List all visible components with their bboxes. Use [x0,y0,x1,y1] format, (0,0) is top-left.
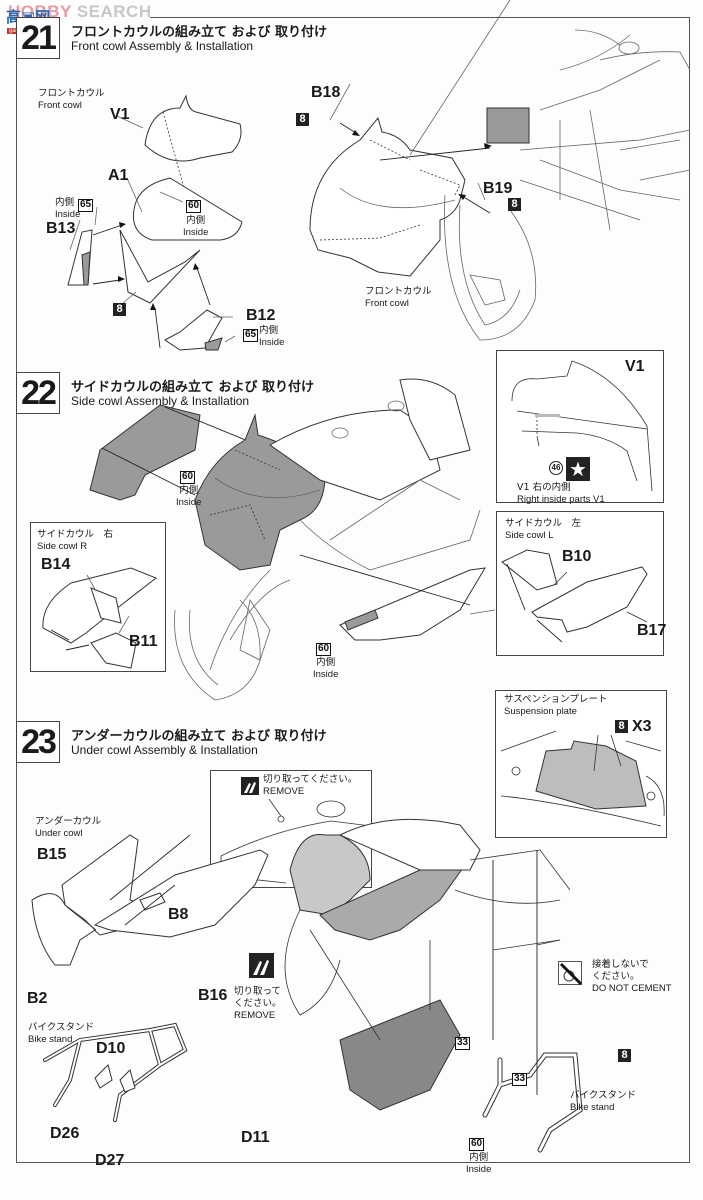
color-ref-65-b12: 65 [243,329,259,342]
color-ref-33-b: 33 [512,1073,528,1086]
v1-detail-drawing [511,360,653,492]
step-title-jp: サイドカウルの組み立て および 取り付け [71,380,315,395]
part-label-b2: B2 [27,990,48,1007]
color-ref-8-stand: 8 [618,1049,631,1062]
header-rule [150,17,690,18]
side-cowl-l-label: サイドカウル 左 Side cowl L [505,518,582,541]
color-ref-60: 60 [186,200,202,213]
side-cowl-r-callout: サイドカウル 右 Side cowl R B14 B11 [30,522,166,672]
front-cowl-installed [309,116,466,277]
side-cowl-drawing [89,378,496,701]
color-ref-33-a: 33 [455,1037,471,1050]
part-label-b15: B15 [37,846,67,863]
inside-label-side: 内側 Inside [176,485,202,508]
part-label-b11: B11 [129,633,158,650]
color-ref-60-under: 60 [469,1138,485,1151]
step-title-en: Side cowl Assembly & Installation [71,394,250,408]
remove-label-2: 切り取って ください。 REMOVE [234,986,282,1021]
part-label-b10: B10 [562,548,592,565]
do-not-cement-label: 接着しないで ください。 DO NOT CEMENT [592,959,672,994]
part-label-d10: D10 [96,1040,126,1057]
part-label-d27: D27 [95,1152,125,1169]
step-number: 22 [16,372,60,414]
step-title-en: Under cowl Assembly & Installation [71,743,258,757]
under-cowl-exploded-drawing [31,818,583,1153]
fuel-tank [269,409,441,501]
cut-tool-icon [241,777,259,795]
step-number: 23 [16,721,60,763]
watermark-text: HOBBY SEARCH [8,2,152,21]
part-label-b12: B12 [246,307,276,324]
part-label-b8: B8 [168,906,189,923]
color-ref-8-b18: 8 [296,113,309,126]
part-label-v1-detail: V1 [625,358,645,375]
front-cowl-exploded-drawing [67,0,691,351]
front-cowl-label-installed: フロントカウル Front cowl [365,286,432,309]
inside-label-b13: 内側 Inside [55,197,81,220]
side-cowl-r-label: サイドカウル 右 Side cowl R [37,529,114,552]
cowl-lower [119,229,201,304]
times-label: X3 [632,718,652,735]
side-cowl-l-callout: サイドカウル 左 Side cowl L B10 B17 [496,511,667,656]
under-cowl-b8 [139,892,166,911]
part-label-b16: B16 [198,987,228,1004]
remove-label: 切り取ってください。 REMOVE [263,774,358,797]
suspension-plate-label: サスペンションプレート Suspension plate [504,694,608,717]
inside-label-side-2: 内側 Inside [313,657,339,680]
under-cowl-installed [339,999,461,1111]
do-not-cement-icon [558,961,583,986]
bike-stand-label-2: バイクスタンド Bike stand [570,1090,637,1113]
v1-decal-callout: V1 46 ★ V1 右の内側 Right inside parts V1 [496,350,664,505]
airbox-drawing [486,107,530,144]
color-ref-8-b19: 8 [508,198,521,211]
side-cowl-inner [89,404,201,501]
windscreen-v1 [144,94,242,162]
part-label-b13: B13 [46,220,76,237]
part-label-v1: V1 [110,106,130,123]
step-number: 21 [16,17,60,59]
star-decal-icon: ★ [566,457,590,481]
suspension-plate-callout: サスペンションプレート Suspension plate 8 X3 [495,690,667,838]
instruction-frame [16,17,690,1163]
under-cowl-label: アンダーカウル Under cowl [35,816,102,839]
part-label-a1: A1 [108,167,129,184]
part-label-d26: D26 [50,1125,80,1142]
color-ref-8-susp: 8 [615,720,628,733]
side-cowl-r-drawing [42,567,157,669]
color-ref-60-side: 60 [180,471,196,484]
bike-stand-label: バイクスタンド Bike stand [28,1022,95,1045]
part-label-d11: D11 [241,1129,270,1146]
inside-label: 内側 Inside [183,215,209,238]
part-label-b18: B18 [311,84,341,101]
part-label-b17: B17 [637,622,667,639]
step-title-jp: アンダーカウルの組み立て および 取り付け [71,729,327,744]
under-cowl-b16 [93,849,269,938]
color-ref-8-a: 8 [113,303,126,316]
part-label-b14: B14 [41,556,71,573]
color-ref-60-side-2: 60 [316,643,332,656]
color-ref-65-b13: 65 [78,199,94,212]
step-title-en: Front cowl Assembly & Installation [71,39,254,53]
suspension-plate-drawing [500,730,665,827]
inside-label-under: 内側 Inside [466,1152,492,1175]
inside-label-b12: 内側 Inside [259,325,285,348]
cowl-b12 [164,309,223,351]
part-label-b19: B19 [483,180,513,197]
under-cowl-b2 [31,893,96,966]
v1-note-label: V1 右の内側 Right inside parts V1 [517,482,605,505]
cut-tool-icon-2 [249,953,274,978]
side-cowl-left-installed [339,567,486,641]
decal-number-46: 46 [549,461,563,475]
step-title-jp: フロントカウルの組み立て および 取り付け [71,25,328,40]
front-cowl-label: フロントカウル Front cowl [38,88,105,111]
side-cowl-l-drawing [501,549,648,643]
